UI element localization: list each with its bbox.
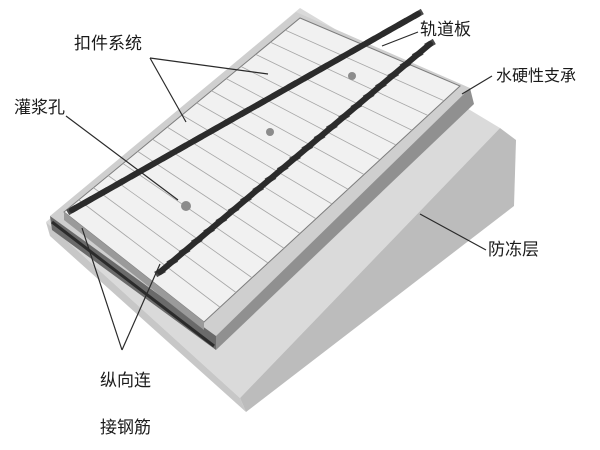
slab-front-edge <box>64 212 204 330</box>
grout-holes <box>181 72 356 211</box>
leader-rebar-right <box>121 263 161 351</box>
rail-left <box>69 11 421 213</box>
slab-joint-line <box>240 66 397 146</box>
slab-joint-line <box>152 138 301 234</box>
slab-joint-line <box>211 90 365 175</box>
label-track-slab: 轨道板 <box>420 20 471 40</box>
track-slab <box>63 17 461 330</box>
fastening-system <box>66 8 436 278</box>
leader-frost <box>419 213 487 251</box>
slab-joint-line <box>226 78 381 161</box>
slab-joint-line <box>181 114 333 205</box>
leader-fastening-left <box>149 57 269 75</box>
slab-joint-line <box>255 54 413 131</box>
label-longitudinal-rebar-line1: 纵向连 <box>100 371 151 391</box>
leader-lines <box>65 31 493 351</box>
label-grout-hole: 灌浆孔 <box>14 98 65 118</box>
leader-support <box>461 75 493 95</box>
slab-joint-line <box>137 151 285 249</box>
longitudinal-rebar <box>51 220 215 348</box>
slab-joints <box>78 29 445 308</box>
support-right-face <box>216 88 474 350</box>
slab-joint-line <box>78 199 221 308</box>
slab-joint-line <box>93 187 237 293</box>
slab-joint-line <box>108 175 253 279</box>
grout-hole <box>181 201 191 211</box>
label-water-hardening-support: 水硬性支承 <box>496 66 577 85</box>
slab-joint-line <box>285 29 445 102</box>
leader-fastening-right <box>149 57 187 123</box>
label-fastening-system: 扣件系统 <box>74 34 142 54</box>
label-frost-protection-layer: 防冻层 <box>488 240 539 260</box>
leader-grout-hole <box>65 115 179 201</box>
leader-track-slab <box>381 31 419 47</box>
rail-right <box>157 41 433 275</box>
leader-rebar-left <box>81 227 123 351</box>
grout-hole <box>266 128 274 136</box>
slab-joint-line <box>122 163 269 264</box>
slab-joint-line <box>196 102 349 190</box>
frost-layer-right-face <box>240 128 516 412</box>
label-longitudinal-rebar-line2: 接钢筋 <box>100 418 151 438</box>
grout-hole <box>348 72 356 80</box>
